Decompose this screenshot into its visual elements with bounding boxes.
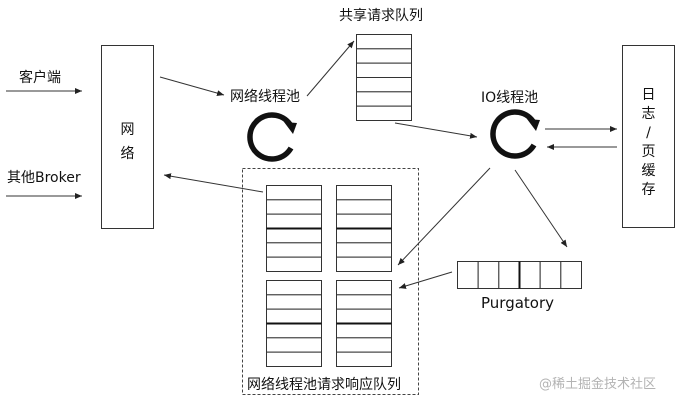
- purgatory-label: Purgatory: [481, 294, 555, 312]
- queue-slot: [560, 261, 582, 289]
- client-label: 客户端: [19, 70, 61, 86]
- network-label-char: 络: [120, 146, 135, 162]
- network-label: 网络: [101, 118, 154, 166]
- edge-shared-queue-to-io-pool: [394, 122, 478, 139]
- response-queues-label: 网络线程池请求响应队列: [247, 377, 401, 393]
- queue-slot: [356, 91, 412, 107]
- queue-slot: [266, 242, 322, 258]
- queue-slot: [356, 48, 412, 64]
- queue-slot: [457, 261, 479, 289]
- queue-slot: [266, 228, 322, 244]
- edge-purgatory-to-response-queue: [398, 271, 453, 289]
- network-thread-pool-label: 网络线程池: [230, 89, 300, 105]
- network-box: [101, 45, 154, 229]
- response-queues-container: [242, 168, 419, 395]
- log-page-cache-label-char: /: [646, 125, 651, 141]
- purgatory-queue: [457, 261, 582, 289]
- queue-slot: [266, 337, 322, 353]
- log-page-cache-label-char: 志: [641, 106, 656, 122]
- queue-slot: [336, 351, 392, 367]
- response-queue-4: [336, 280, 392, 367]
- network-label-char: 网: [120, 122, 135, 138]
- queue-slot: [336, 294, 392, 310]
- queue-slot: [519, 261, 541, 289]
- queue-slot: [336, 185, 392, 201]
- queue-slot: [336, 323, 392, 339]
- queue-slot: [539, 261, 562, 289]
- queue-slot: [266, 256, 322, 272]
- queue-slot: [477, 261, 500, 289]
- queue-slot: [498, 261, 521, 289]
- queue-slot: [336, 199, 392, 215]
- shared-request-queue-label: 共享请求队列: [339, 8, 423, 24]
- purgatory-slots: [457, 261, 582, 289]
- io-thread-pool-cycle-icon: [490, 109, 540, 159]
- log-page-cache-label: 日志 / 页缓存: [622, 86, 675, 200]
- queue-slot: [336, 242, 392, 258]
- io-thread-pool-label: IO线程池: [481, 90, 539, 106]
- queue-slot: [266, 199, 322, 215]
- queue-slot: [356, 34, 412, 50]
- log-page-cache-label-char: 页: [641, 144, 656, 160]
- queue-slot: [336, 213, 392, 230]
- response-queue-2: [336, 185, 392, 272]
- response-queues: [266, 185, 392, 367]
- other-broker-label: 其他Broker: [7, 170, 81, 186]
- queue-slot: [356, 62, 412, 79]
- queue-slot: [336, 228, 392, 244]
- log-page-cache-label-char: 存: [641, 182, 656, 198]
- queue-slot: [336, 337, 392, 353]
- watermark: @稀土掘金技术社区: [539, 377, 657, 392]
- edge-response-queue-to-network: [163, 173, 264, 193]
- queue-slot: [336, 280, 392, 296]
- queue-slot: [266, 185, 322, 201]
- queue-slot: [266, 213, 322, 230]
- edge-io-pool-to-response-queue: [397, 167, 491, 266]
- queue-slot: [266, 323, 322, 339]
- queue-slot: [266, 294, 322, 310]
- edge-net-pool-to-shared-queue: [306, 40, 355, 97]
- queue-slot: [336, 308, 392, 324]
- response-queue-3: [266, 280, 322, 367]
- log-page-cache-label-char: 缓: [641, 163, 656, 179]
- edge-io-pool-to-purgatory: [514, 169, 568, 248]
- queue-slot: [356, 77, 412, 93]
- response-queue-1: [266, 185, 322, 272]
- network-thread-pool-cycle-icon: [247, 112, 297, 162]
- queue-slot: [266, 308, 322, 324]
- log-page-cache-box: [622, 45, 675, 228]
- queue-slot: [336, 256, 392, 272]
- queue-slot: [266, 280, 322, 296]
- queue-slot: [356, 105, 412, 121]
- queue-slot: [266, 351, 322, 367]
- shared-request-queue: [356, 34, 412, 121]
- edge-network-to-net-pool: [159, 76, 225, 96]
- log-page-cache-label-char: 日: [641, 87, 656, 103]
- shared-queue-stack: [356, 34, 412, 121]
